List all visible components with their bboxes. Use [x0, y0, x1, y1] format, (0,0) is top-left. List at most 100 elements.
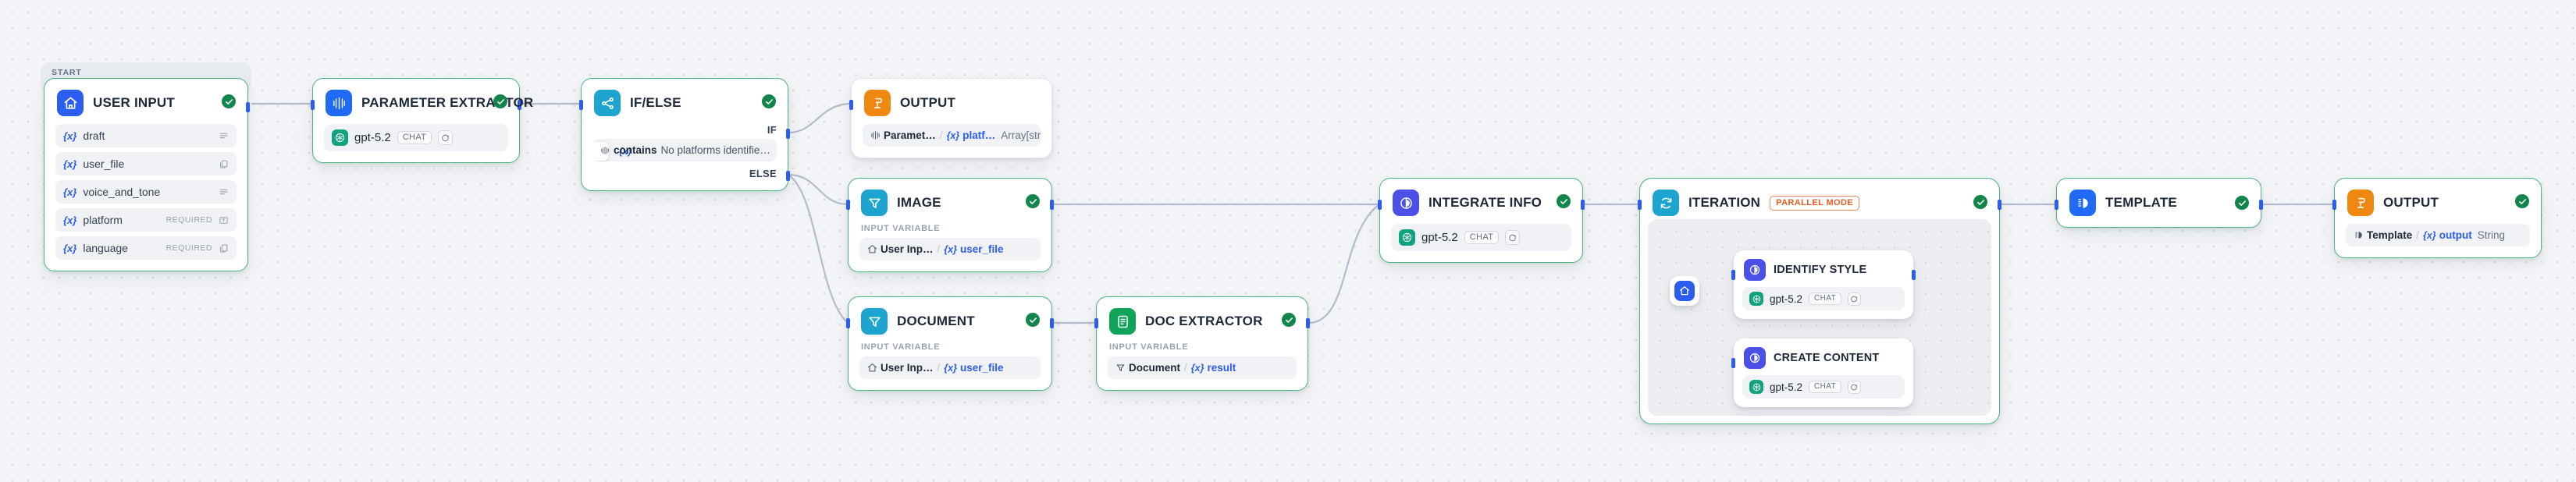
reference-var-prefix: {x}: [946, 129, 960, 141]
reference-type: String: [2477, 229, 2505, 241]
openai-icon: [332, 129, 348, 146]
required-label: REQUIRED: [165, 243, 212, 253]
node-title: IDENTIFY STYLE: [1774, 264, 1867, 276]
handle-output[interactable]: [1050, 318, 1054, 328]
variable-row[interactable]: {x} draft: [55, 124, 237, 147]
model-type-badge: CHAT: [397, 131, 432, 144]
sparkle-image-icon[interactable]: [438, 130, 454, 145]
handle-input[interactable]: [849, 100, 853, 110]
handle-output[interactable]: [1581, 200, 1585, 210]
openai-icon: [1749, 292, 1763, 306]
handle-output-else[interactable]: [786, 171, 790, 181]
iteration-start-node[interactable]: [1670, 276, 1699, 306]
handle-input[interactable]: [846, 318, 850, 328]
handle-input[interactable]: [1378, 200, 1382, 210]
output-reference-chip[interactable]: Template / {x} output String: [2346, 224, 2530, 246]
node-create-content[interactable]: CREATE CONTENT gpt-5.2 CHAT: [1731, 338, 1913, 407]
sparkle-image-icon[interactable]: [1848, 292, 1862, 306]
node-parameter-extractor[interactable]: PARAMETER EXTRACTOR gpt-5.2 CHAT: [311, 78, 533, 163]
filter-icon: [861, 308, 888, 335]
sparkle-image-icon[interactable]: [1505, 230, 1521, 245]
reference-source: Template: [2367, 229, 2413, 241]
reference-source: Paramet…: [884, 129, 936, 141]
handle-output[interactable]: [1306, 318, 1310, 328]
handle-output[interactable]: [1050, 200, 1054, 210]
variable-row[interactable]: {x} user_file: [55, 152, 237, 175]
node-template[interactable]: TEMPLATE: [2055, 178, 2263, 228]
input-reference-chip[interactable]: Document / {x} result: [1108, 356, 1297, 379]
node-output-end[interactable]: OUTPUT Template / {x} output String: [2332, 178, 2542, 258]
output-reference-chip[interactable]: Paramet… / {x} platf… Array[string]: [863, 124, 1041, 147]
model-chip[interactable]: gpt-5.2 CHAT: [1742, 375, 1905, 399]
handle-output[interactable]: [246, 102, 250, 112]
node-title: PARAMETER EXTRACTOR: [361, 95, 534, 110]
reference-source: User Inp…: [881, 362, 934, 374]
model-chip[interactable]: gpt-5.2 CHAT: [324, 124, 508, 151]
paragraph-icon: [219, 187, 229, 197]
handle-input[interactable]: [1731, 270, 1735, 280]
handle-input[interactable]: [846, 200, 850, 210]
doc-extractor-icon: [1109, 308, 1136, 335]
node-user-input[interactable]: USER INPUT {x} draft {x} user_file {x}: [44, 78, 250, 271]
node-image[interactable]: IMAGE INPUT VARIABLE User Inp… / {x} use…: [846, 178, 1054, 272]
variable-row[interactable]: {x} language REQUIRED: [55, 236, 237, 260]
file-icon: [219, 243, 229, 253]
handle-input[interactable]: [2332, 200, 2336, 210]
node-identify-style[interactable]: IDENTIFY STYLE gpt-5.2 CHAT: [1731, 250, 1916, 319]
parallel-mode-badge: PARALLEL MODE: [1770, 195, 1860, 211]
handle-input[interactable]: [311, 100, 315, 110]
handle-input[interactable]: [1094, 318, 1098, 328]
node-title: DOC EXTRACTOR: [1145, 314, 1263, 328]
node-if-else[interactable]: IF/ELSE IF {x} contains No platforms ide…: [579, 78, 790, 191]
node-integrate-info[interactable]: INTEGRATE INFO gpt-5.2 CHAT: [1378, 178, 1585, 263]
input-reference-chip[interactable]: User Inp… / {x} user_file: [859, 238, 1041, 260]
home-icon: [867, 363, 877, 373]
handle-output[interactable]: [2259, 200, 2263, 210]
home-icon: [57, 90, 84, 116]
node-iteration[interactable]: ITERATION PARALLEL MODE IDENTIFY STYLE: [1638, 178, 2001, 424]
reference-source: User Inp…: [881, 243, 934, 255]
node-header: OUTPUT: [852, 79, 1051, 124]
handle-output[interactable]: [518, 100, 521, 110]
output-icon: [864, 90, 891, 116]
variable-prefix: {x}: [63, 242, 77, 254]
llm-icon: [1744, 347, 1766, 369]
node-body: {x} draft {x} user_file {x} voice_and_to…: [44, 124, 247, 271]
handle-input[interactable]: [2055, 200, 2058, 210]
input-reference-chip[interactable]: User Inp… / {x} user_file: [859, 356, 1041, 379]
node-header: USER INPUT: [44, 79, 247, 124]
node-document[interactable]: DOCUMENT INPUT VARIABLE User Inp… / {x} …: [846, 296, 1054, 391]
status-badge-success: [493, 94, 507, 108]
node-body: INPUT VARIABLE User Inp… / {x} user_file: [849, 342, 1051, 390]
handle-input[interactable]: [1638, 200, 1642, 210]
status-badge-success: [2235, 196, 2249, 210]
variable-row[interactable]: {x} voice_and_tone: [55, 180, 237, 204]
variable-name: draft: [83, 129, 105, 142]
reference-var-prefix: {x}: [1190, 362, 1204, 374]
node-header: IMAGE: [849, 179, 1051, 224]
node-body: gpt-5.2 CHAT: [1380, 224, 1582, 262]
variable-row[interactable]: {x} platform REQUIRED: [55, 208, 237, 232]
node-doc-extractor[interactable]: DOC EXTRACTOR INPUT VARIABLE Document / …: [1094, 296, 1310, 391]
node-title: TEMPLATE: [2105, 195, 2177, 210]
handle-output[interactable]: [1912, 270, 1916, 280]
iteration-subcanvas[interactable]: IDENTIFY STYLE gpt-5.2 CHAT: [1648, 219, 1991, 416]
node-output-top[interactable]: OUTPUT Paramet… / {x} platf… Array[strin…: [849, 78, 1052, 158]
handle-output-if[interactable]: [786, 129, 790, 139]
output-icon: [2347, 190, 2374, 216]
model-chip[interactable]: gpt-5.2 CHAT: [1742, 287, 1905, 310]
model-chip[interactable]: gpt-5.2 CHAT: [1391, 224, 1571, 251]
condition-row[interactable]: {x} contains No platforms identifie…: [592, 139, 777, 161]
handle-output[interactable]: [1998, 200, 2001, 210]
start-group-label: START: [52, 68, 82, 77]
node-header: ITERATION PARALLEL MODE: [1640, 179, 1999, 225]
handle-input[interactable]: [579, 100, 583, 110]
node-body: gpt-5.2 CHAT: [313, 124, 519, 162]
model-name: gpt-5.2: [354, 131, 391, 144]
condition-value: No platforms identifie…: [660, 144, 770, 156]
reference-separator: /: [937, 243, 941, 255]
llm-icon: [1744, 259, 1766, 281]
handle-input[interactable]: [1731, 358, 1735, 368]
sparkle-image-icon[interactable]: [1848, 380, 1862, 394]
